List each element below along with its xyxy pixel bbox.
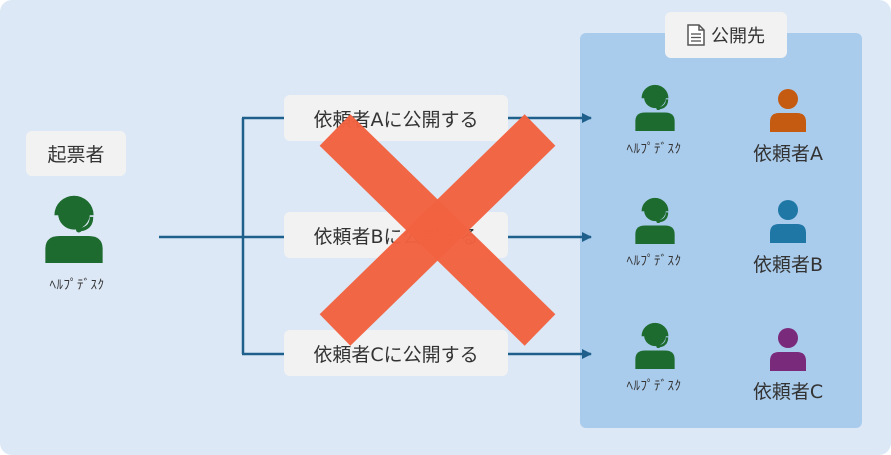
- helpdesk-headset-icon: [45, 195, 103, 263]
- destination-header: 公開先: [665, 12, 787, 58]
- row-c-requester-label: 依頼者C: [752, 381, 824, 403]
- issuer-title-box: 起票者: [26, 131, 126, 176]
- issuer-title: 起票者: [47, 144, 105, 166]
- cross-stroke-2: [319, 114, 556, 346]
- row-a-helpdesk-icon: [635, 84, 675, 131]
- row-a-helpdesk-label: ﾍﾙﾌﾟﾃﾞｽｸ: [626, 142, 682, 157]
- destination-title: 公開先: [711, 26, 765, 47]
- row-b-requester-person-icon: [770, 200, 806, 243]
- row-b-requester-label: 依頼者B: [752, 254, 824, 276]
- row-c-helpdesk-icon: [635, 322, 675, 369]
- issuer-label: ﾍﾙﾌﾟﾃﾞｽｸ: [49, 278, 105, 293]
- row-c-helpdesk-label: ﾍﾙﾌﾟﾃﾞｽｸ: [626, 379, 682, 394]
- row-b-helpdesk-label: ﾍﾙﾌﾟﾃﾞｽｸ: [626, 254, 682, 269]
- row-a-requester-person-icon: [770, 89, 806, 132]
- action-c-label: 依頼者Cに公開する: [313, 343, 479, 366]
- action-publish-c: 依頼者Cに公開する: [284, 330, 508, 376]
- row-b-helpdesk-icon: [635, 197, 675, 244]
- destination-panel: [580, 33, 862, 428]
- row-a-requester-label: 依頼者A: [753, 143, 823, 165]
- document-icon: [687, 24, 705, 46]
- row-c-requester-person-icon: [770, 328, 806, 371]
